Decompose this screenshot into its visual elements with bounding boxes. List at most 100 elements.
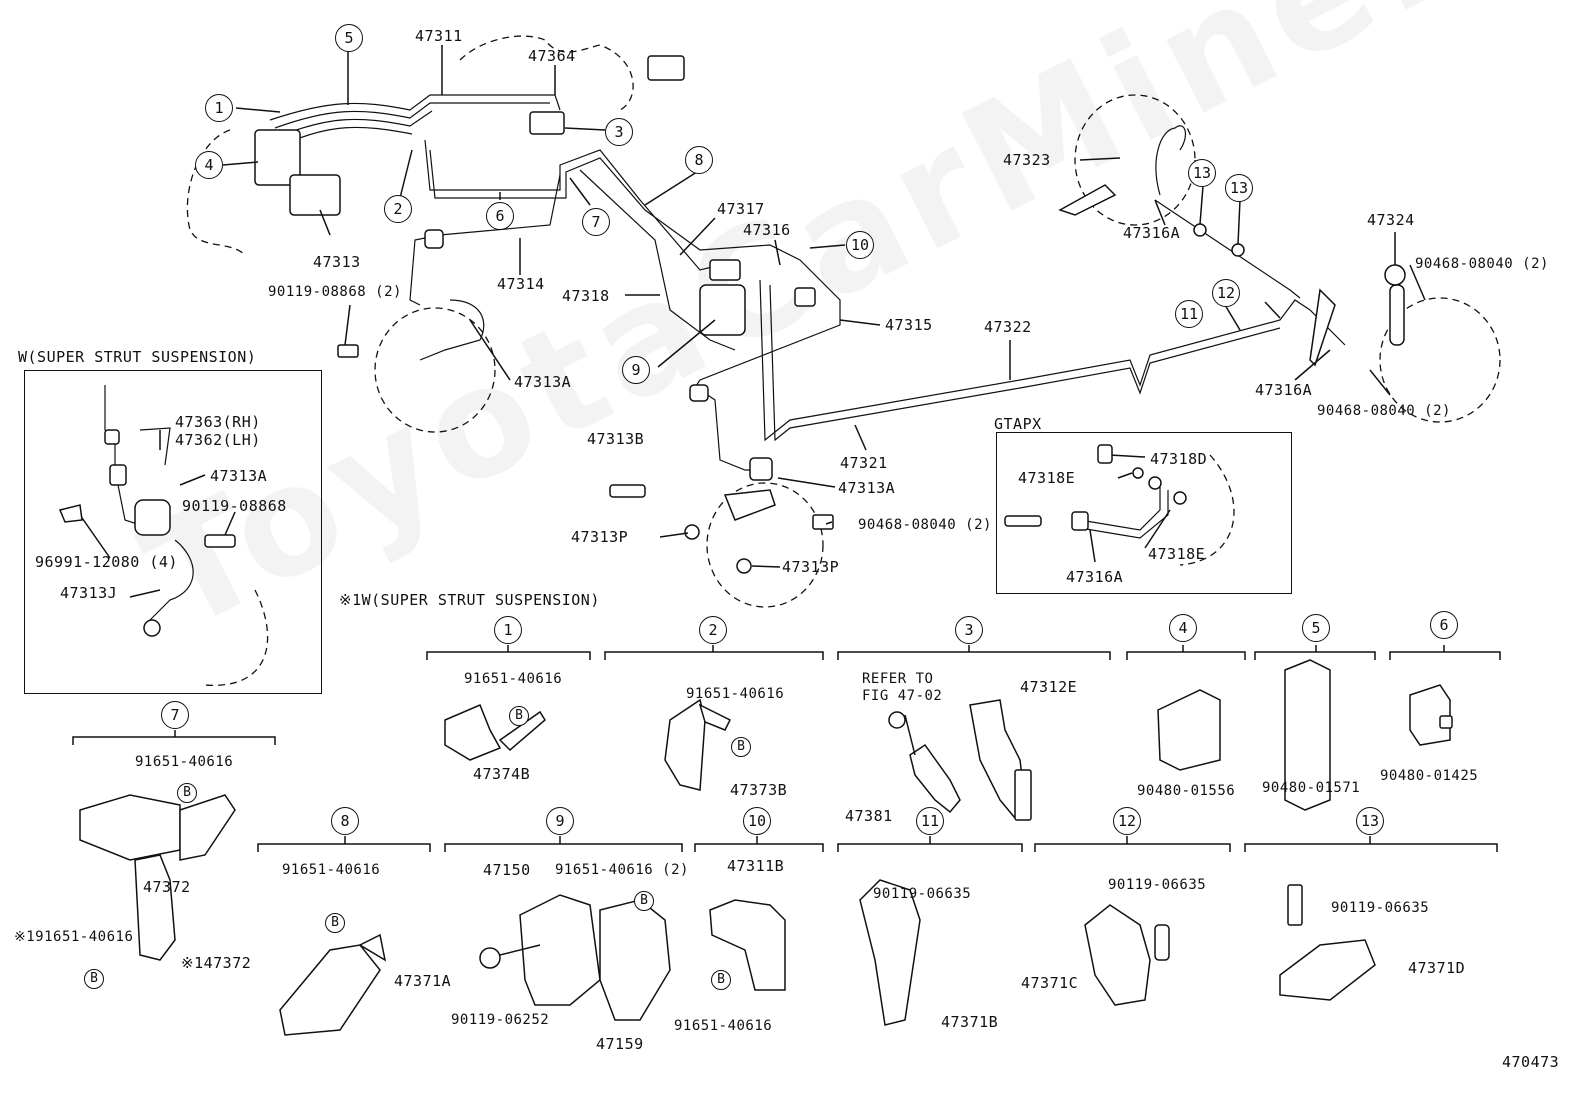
d3-refer-label: REFER TO [862,671,934,687]
callout-9: 9 [622,356,650,384]
detail-header-1: 1 [494,616,522,644]
label-47313A-right: 47313A [838,479,896,497]
d13-part-label: 47371D [1408,959,1466,977]
detail-header-9: 9 [546,807,574,835]
detail-header-13: 13 [1356,807,1384,835]
w-label-47363: 47363(RH) [175,413,261,431]
callout-10: 10 [846,231,874,259]
d9-part-a-label: 47150 [483,861,531,879]
bolt-marker-d2: B [731,737,751,757]
gtapx-label-47318E-a: 47318E [1018,469,1076,487]
figure-number: 470473 [1502,1053,1560,1071]
bolt-marker-note: B [84,969,104,989]
callout-13-a: 13 [1188,159,1216,187]
callout-6: 6 [486,202,514,230]
callout-1: 1 [205,94,233,122]
bolt-marker-d9: B [634,891,654,911]
gtapx-label-47318D: 47318D [1150,450,1208,468]
label-47316: 47316 [743,221,791,239]
wheel-outline-gtapx [1179,454,1235,566]
detail-header-7: 7 [161,701,189,729]
label-47318: 47318 [562,287,610,305]
callout-13-b: 13 [1225,174,1253,202]
detail-header-8: 8 [331,807,359,835]
gtapx-label-47318E-b: 47318E [1148,545,1206,563]
detail-header-4: 4 [1169,614,1197,642]
label-47317: 47317 [717,200,765,218]
label-47313A-main: 47313A [514,373,572,391]
gtapx-title: GTAPX [994,415,1042,433]
d13-bolt-label: 90119-06635 [1331,900,1430,916]
wheel-outline-front-right [706,482,824,608]
d1-bolt-label: 91651-40616 [464,671,563,687]
label-47323: 47323 [1003,151,1051,169]
wheel-outline-rear-right [1379,297,1501,423]
w-super-strut-title: W(SUPER STRUT SUSPENSION) [18,348,257,366]
w-label-96991: 96991-12080 (4) [35,553,178,571]
callout-5: 5 [335,24,363,52]
d12-part-label: 47371C [1021,974,1079,992]
w-label-47362: 47362(LH) [175,431,261,449]
detail-header-10: 10 [743,807,771,835]
label-47313B: 47313B [587,430,645,448]
body-outline-left [186,129,246,256]
callout-12: 12 [1212,279,1240,307]
d11-bolt-label: 90119-06635 [873,886,972,902]
label-47313: 47313 [313,253,361,271]
label-47315: 47315 [885,316,933,334]
d7-bolt-label: 91651-40616 [135,754,234,770]
label-47311: 47311 [415,27,463,45]
label-47364: 47364 [528,47,576,65]
w-super-strut-box [24,370,322,694]
callout-2: 2 [384,195,412,223]
bolt-marker-d7: B [177,783,197,803]
label-47321: 47321 [840,454,888,472]
w-box-drawing [58,385,236,637]
w-label-47313A: 47313A [210,467,268,485]
d9-bolt-label: 91651-40616 (2) [555,862,689,878]
gtapx-box [996,432,1292,594]
d8-part-label: 47371A [394,972,452,990]
d10-bolt-label: 91651-40616 [674,1018,773,1034]
main-components [254,55,1406,574]
d2-bolt-label: 91651-40616 [686,686,785,702]
d9-part-b-label: 47159 [596,1035,644,1053]
d11-part-label: 47371B [941,1013,999,1031]
label-90468-b: 90468-08040 (2) [1415,256,1549,272]
detail-header-2: 2 [699,616,727,644]
brake-pipes [269,94,1346,471]
detail-brackets [72,645,1501,852]
w-label-47313J: 47313J [60,584,118,602]
callout-7: 7 [582,208,610,236]
detail-parts [79,659,1453,1036]
wheel-outline-front-left [374,307,496,433]
label-47324: 47324 [1367,211,1415,229]
d3-fig-label: FIG 47-02 [862,688,943,704]
callout-8: 8 [685,146,713,174]
detail-header-12: 12 [1113,807,1141,835]
d9-screw-label: 90119-06252 [451,1012,550,1028]
bolt-marker-d8: B [325,913,345,933]
detail-header-5: 5 [1302,614,1330,642]
label-47316A-right: 47316A [1255,381,1313,399]
callout-3: 3 [605,118,633,146]
leader-lines [79,45,1426,598]
d3-part-b-label: 47381 [845,807,893,825]
w-label-90119-08868: 90119-08868 [182,497,287,515]
bolt-marker-d1: B [509,706,529,726]
gtapx-drawing [1004,444,1187,539]
d7-part-label: 47372 [143,878,191,896]
callout-11: 11 [1175,300,1203,328]
label-47322: 47322 [984,318,1032,336]
d5-part-label: 90480-01571 [1262,780,1361,796]
label-90119-08868-2: 90119-08868 (2) [268,284,402,300]
detail-header-6: 6 [1430,611,1458,639]
d1-part-label: 47374B [473,765,531,783]
detail-header-11: 11 [916,807,944,835]
label-47316A-top: 47316A [1123,224,1181,242]
label-47313P-b: 47313P [782,558,840,576]
callout-4: 4 [195,151,223,179]
label-47313P-a: 47313P [571,528,629,546]
d6-part-label: 90480-01425 [1380,768,1479,784]
note-part-label: ※147372 [181,954,252,972]
